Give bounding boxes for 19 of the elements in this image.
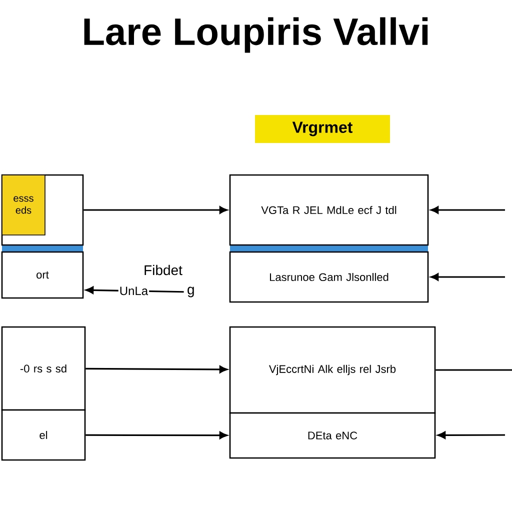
- table-cell: ort: [1, 251, 84, 299]
- arrow: [430, 206, 505, 214]
- heading-tag: Vrgrmet: [255, 115, 390, 143]
- arrow: [86, 432, 228, 440]
- table-cell: Lasrunoe Gam Jlsonlled: [229, 251, 429, 303]
- arrow: [438, 431, 505, 439]
- table-cell: -0 rs s sd: [1, 326, 86, 411]
- highlight-block: esss eds: [2, 174, 46, 236]
- table-cell: VGTa R JEL MdLe ecf J tdl: [229, 174, 429, 246]
- table-cell: VjEccrtNi Alk elljs rel Jsrb: [229, 326, 436, 414]
- note-text: g: [184, 283, 196, 301]
- arrow: [86, 366, 228, 374]
- table-cell: DEta eNC: [229, 412, 436, 459]
- note-text: Fibdet: [144, 264, 182, 276]
- edge-label: UnLa: [118, 286, 150, 296]
- arrow: [84, 206, 228, 214]
- table-cell: el: [1, 409, 86, 461]
- arrow: [430, 273, 505, 281]
- title: Lare Loupiris Vallvi: [84, 17, 428, 53]
